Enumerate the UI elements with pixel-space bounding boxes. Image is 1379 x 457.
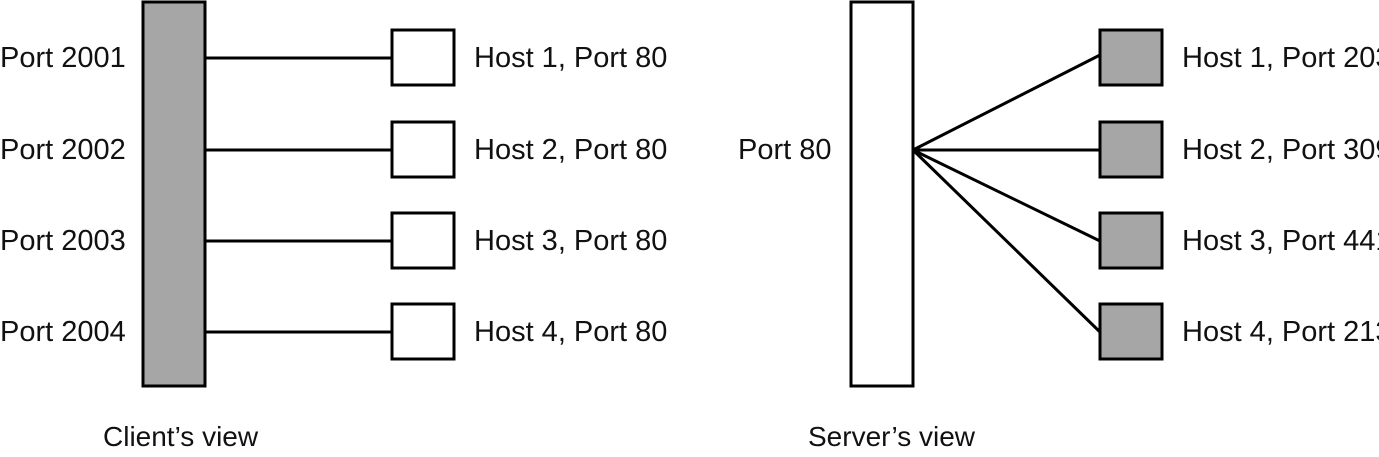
client-host-box: [390, 211, 456, 270]
client-host-box: [390, 28, 456, 87]
server-host-label: Host 4, Port 2133: [1182, 316, 1379, 348]
client-view-caption: Client’s view: [103, 421, 259, 452]
server-connection-line: [912, 148, 1101, 243]
server-view-caption: Server’s view: [808, 421, 976, 452]
server-host-box: [1098, 211, 1164, 270]
server-connection-line: [912, 53, 1101, 152]
client-port-label: Port 2004: [0, 316, 126, 348]
client-host-box: [390, 120, 456, 179]
client-port-label: Port 2002: [0, 134, 126, 166]
server-host-label: Host 2, Port 3096: [1182, 134, 1379, 166]
client-port-bar: [141, 0, 207, 388]
server-connection-line: [911, 148, 1102, 334]
server-port-bar: [849, 0, 915, 388]
client-host-label: Host 2, Port 80: [474, 134, 667, 166]
server-host-label: Host 3, Port 4411: [1182, 225, 1379, 257]
server-host-box: [1098, 302, 1164, 361]
server-view: Port 80 Host 1, Port 2034 Host 2, Port 3…: [738, 0, 1379, 452]
server-host-box: [1098, 28, 1164, 87]
client-port-label: Port 2003: [0, 225, 126, 257]
client-host-label: Host 3, Port 80: [474, 225, 667, 257]
client-host-label: Host 4, Port 80: [474, 316, 667, 348]
server-port-label: Port 80: [738, 134, 832, 166]
client-port-label: Port 2001: [0, 42, 126, 74]
client-view: Port 2001 Port 2002 Port 2003 Port 2004 …: [0, 0, 667, 452]
server-host-label: Host 1, Port 2034: [1182, 42, 1379, 74]
client-host-label: Host 1, Port 80: [474, 42, 667, 74]
client-host-box: [390, 302, 456, 361]
server-host-box: [1098, 120, 1164, 179]
